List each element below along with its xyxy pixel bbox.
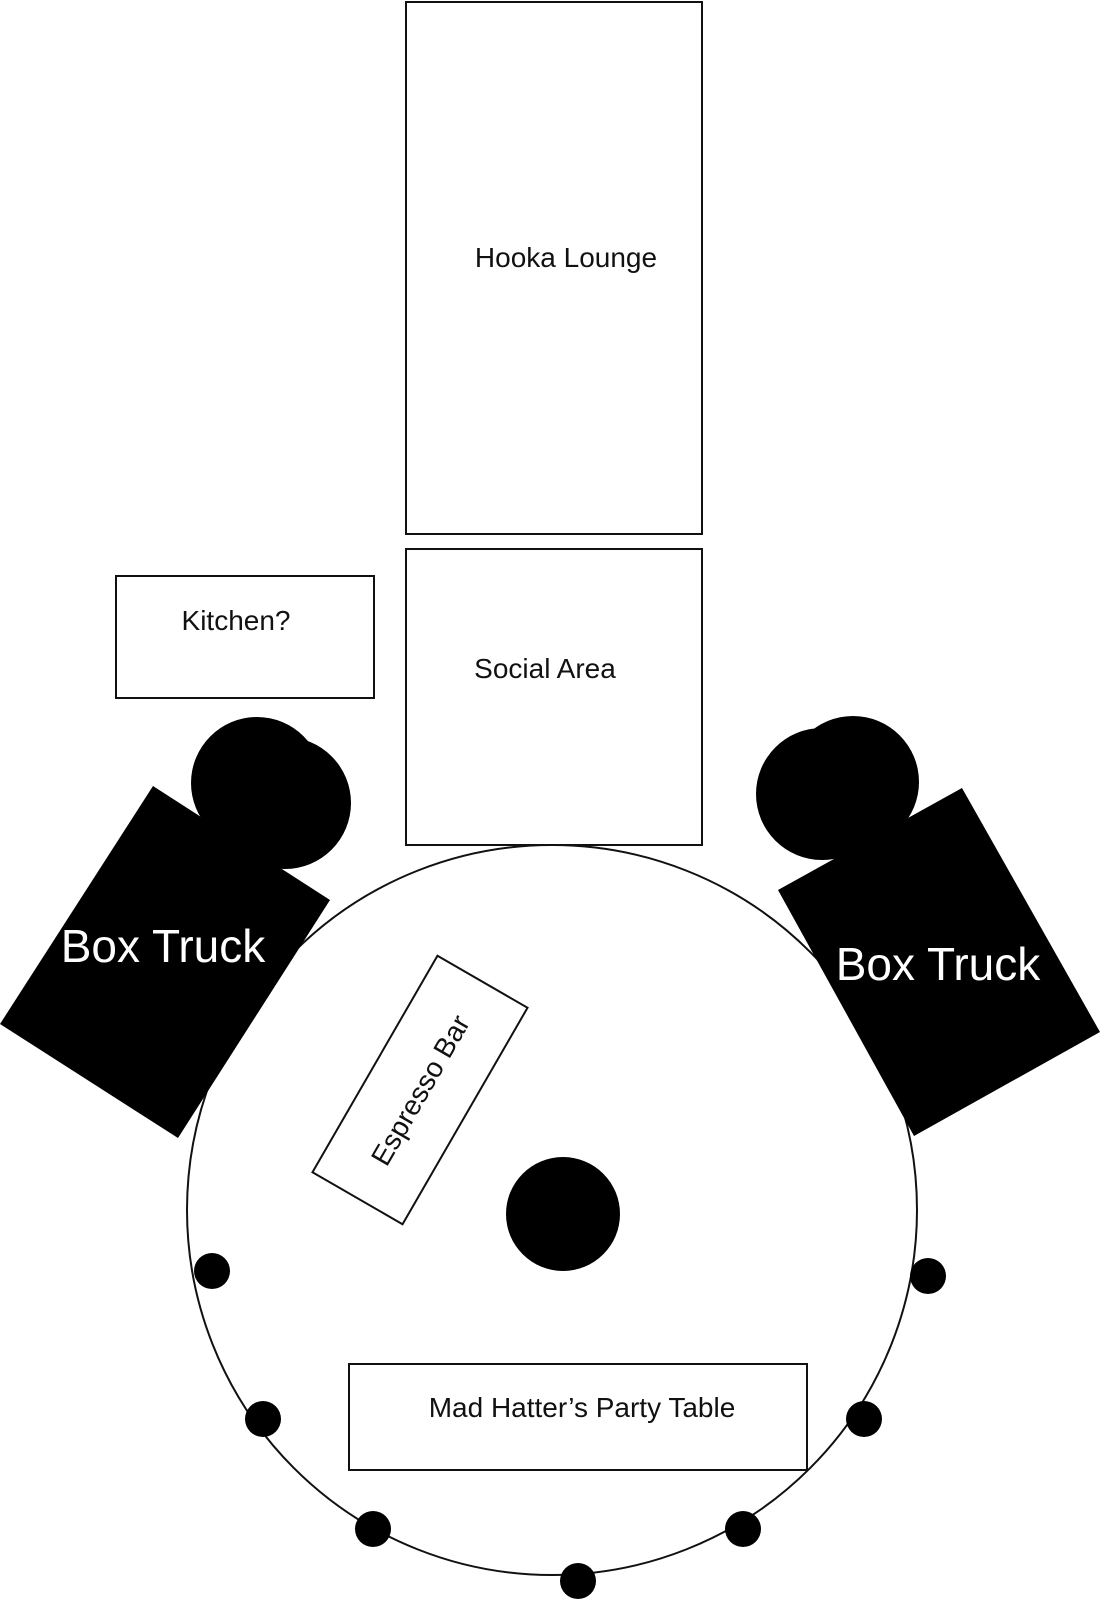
box-truck-right-label: Box Truck (836, 938, 1042, 990)
perimeter-post (355, 1511, 391, 1547)
espresso-bar: Espresso Bar (311, 954, 529, 1226)
truck-cab-left-b (219, 737, 351, 869)
truck-body-right (778, 788, 1100, 1136)
perimeter-post (725, 1511, 761, 1547)
box-truck-left: Box Truck (0, 717, 351, 1138)
perimeter-post (846, 1401, 882, 1437)
truck-body-left (0, 786, 330, 1138)
perimeter-post (560, 1563, 596, 1599)
party-table (348, 1363, 808, 1471)
kitchen-area (115, 575, 375, 699)
perimeter-post (910, 1258, 946, 1294)
hooka-lounge-label: Hooka Lounge (475, 242, 657, 273)
box-truck-right: Box Truck (756, 716, 1100, 1136)
center-post (506, 1157, 620, 1271)
perimeter-post (194, 1253, 230, 1289)
social-area-label: Social Area (474, 653, 616, 684)
party-table-label: Mad Hatter’s Party Table (429, 1392, 736, 1423)
box-truck-left-label: Box Truck (61, 920, 267, 972)
perimeter-post (245, 1401, 281, 1437)
espresso-bar-counter (311, 954, 529, 1226)
social-area (405, 548, 703, 846)
hooka-lounge-area (405, 1, 703, 535)
kitchen-label: Kitchen? (182, 605, 291, 636)
truck-cab-right-b (787, 716, 919, 848)
